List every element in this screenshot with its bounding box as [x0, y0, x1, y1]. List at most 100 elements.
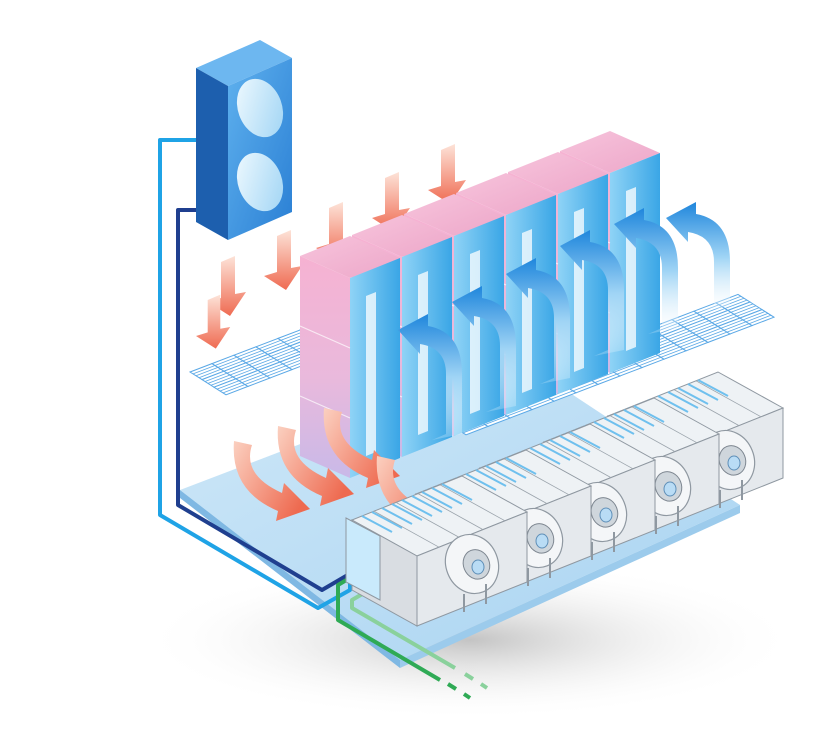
grille-slat	[724, 299, 748, 309]
coil-fin	[529, 447, 561, 465]
coil-fin	[687, 383, 719, 401]
grille-slat	[723, 321, 747, 331]
coil-fin	[677, 387, 709, 405]
grille-slat	[591, 371, 615, 381]
grille-slat	[748, 314, 772, 325]
coil-fin	[495, 461, 527, 479]
grille-slat	[220, 360, 244, 370]
grille-slat	[686, 320, 710, 330]
grille-slat	[736, 307, 760, 317]
coil-fin	[603, 417, 635, 435]
coil-fin	[421, 491, 453, 509]
grille-slat	[616, 365, 640, 375]
cold-air-arrow	[614, 208, 678, 334]
grille-slat	[484, 415, 508, 425]
grille-slat	[244, 375, 268, 385]
grille-slat	[238, 371, 262, 382]
coil-fin	[361, 515, 393, 533]
coil-fin	[475, 469, 507, 487]
hot-air-arrow	[277, 426, 354, 506]
grille-slat	[670, 332, 694, 342]
grille-slat	[270, 347, 294, 357]
grille-slat	[254, 359, 278, 369]
grille-slat	[216, 380, 240, 390]
rack-door-slot	[626, 187, 636, 351]
pipe-lightgreen-dash-1	[463, 672, 475, 681]
grille-slat	[528, 398, 552, 409]
motor-icon	[727, 455, 741, 471]
grille-slat	[698, 327, 722, 338]
coil-fin	[539, 443, 571, 461]
grille-slat	[273, 349, 297, 359]
hot-air-arrow	[196, 294, 231, 349]
coil-fin	[505, 457, 537, 475]
grille-slat	[733, 305, 757, 315]
rack-door-slot	[574, 208, 584, 372]
grille-slat	[657, 346, 681, 356]
grille-slat	[692, 324, 716, 334]
grille-slat	[236, 348, 260, 358]
grille-slat	[702, 308, 726, 318]
coil-fin	[371, 511, 403, 529]
rack-door-slot	[522, 229, 532, 393]
coil-fin	[623, 409, 655, 427]
coil-fin	[381, 507, 413, 525]
grille-slat	[229, 366, 253, 376]
rack-door-slot	[418, 271, 428, 435]
grille-slat	[704, 331, 728, 341]
grille-slat	[260, 363, 284, 373]
cold-air-arrow	[398, 314, 462, 440]
grille-slat	[679, 338, 703, 348]
grille-slat	[232, 368, 256, 378]
motor-icon	[599, 507, 613, 523]
outdoor-condenser-unit	[196, 40, 292, 240]
grille-slat	[242, 352, 266, 362]
grille-slat	[198, 368, 222, 379]
grille-slat	[266, 367, 290, 377]
hot-air-arrow	[428, 144, 466, 204]
coil-fin	[401, 499, 433, 517]
grille-slat	[280, 331, 304, 341]
grille-slat	[726, 323, 750, 333]
fan-icon-lower	[236, 152, 284, 212]
grille-slat	[222, 384, 246, 394]
rack-door-slot	[470, 250, 480, 414]
grille-slat	[660, 348, 684, 358]
grille-slat	[635, 355, 659, 365]
grille-slat	[462, 424, 486, 434]
rack-door-slot	[366, 292, 376, 456]
coil-fin	[431, 487, 463, 505]
grille-slat	[701, 329, 725, 339]
grille-slat	[594, 373, 618, 383]
grille-slat	[207, 374, 231, 384]
hot-air-arrow	[233, 441, 310, 521]
grille-slat	[214, 356, 238, 366]
grille-slat	[677, 314, 701, 324]
grille-slat	[263, 365, 287, 375]
grille-slat	[689, 322, 713, 332]
grille-slat	[276, 351, 300, 361]
grille-slat	[192, 365, 216, 375]
fan-icon-upper	[236, 78, 284, 138]
grille-slat	[711, 313, 735, 323]
pipe-green-dash-1	[446, 682, 458, 691]
grille-slat	[251, 357, 275, 367]
server-rack	[299, 236, 400, 478]
grille-slat	[195, 367, 219, 377]
coil-fin	[657, 395, 689, 413]
air-handling-units	[345, 371, 785, 627]
grille-slat	[714, 315, 738, 325]
grille-slat	[258, 339, 282, 350]
coil-fin	[559, 435, 591, 453]
grille-slat	[217, 358, 241, 368]
coil-fin	[465, 473, 497, 491]
motor-icon	[471, 559, 485, 575]
coil-fin	[411, 495, 443, 513]
grille-slat	[550, 390, 574, 400]
grille-slat	[226, 364, 250, 374]
grille-slat	[680, 316, 704, 326]
hot-air-arrow	[264, 230, 302, 290]
coil-fin	[633, 405, 665, 423]
